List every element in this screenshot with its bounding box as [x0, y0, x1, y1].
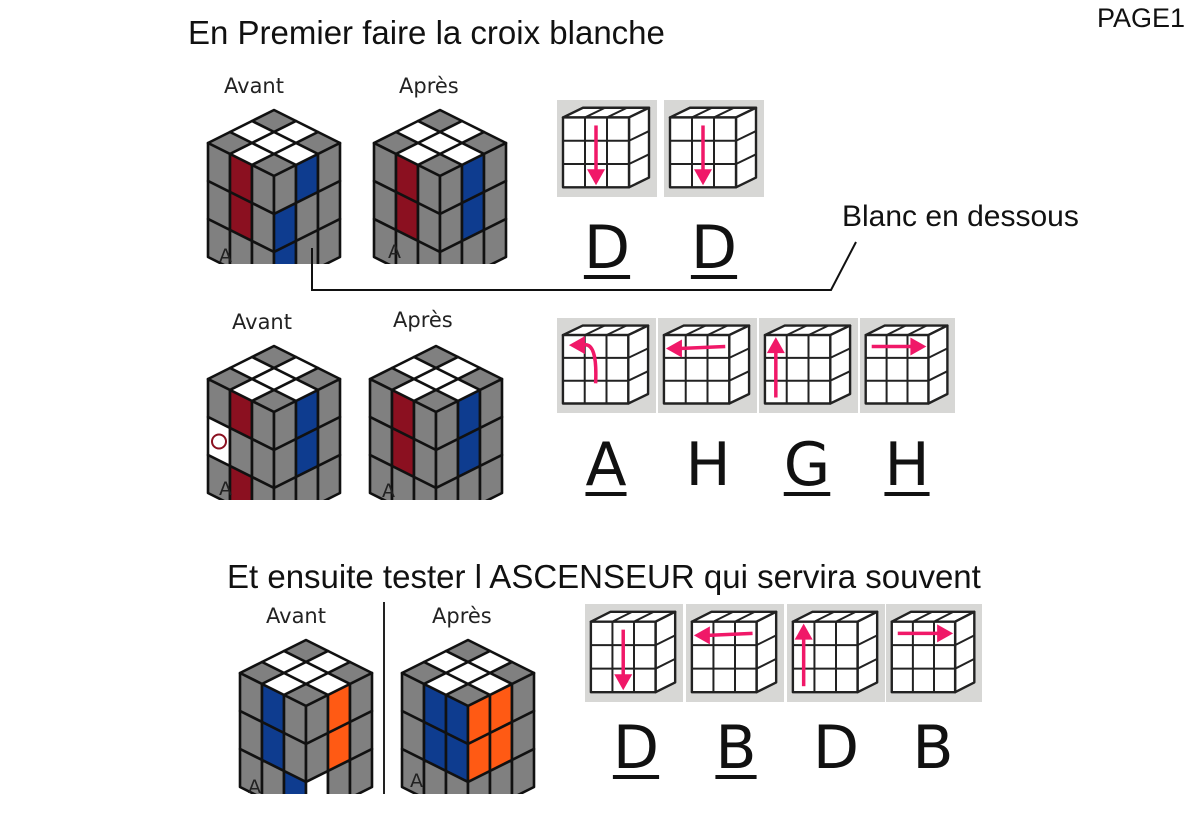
move-thumb-down — [557, 100, 657, 197]
move-thumb-down — [664, 100, 764, 197]
white-below-note: Blanc en dessous — [842, 200, 1079, 233]
move-letter: A — [585, 430, 627, 500]
label-before: Avant — [266, 604, 326, 628]
face-label: A — [219, 478, 232, 500]
divider — [383, 602, 385, 794]
arrow-up-icon — [763, 324, 852, 405]
move-letter: D — [690, 213, 738, 283]
face-label: A — [410, 770, 423, 792]
title-elevator: Et ensuite tester l ASCENSEUR qui servir… — [227, 558, 981, 595]
cube-after-2 — [368, 344, 504, 500]
move-thumb-front — [557, 318, 656, 413]
move-thumb-right — [860, 318, 955, 413]
arrow-down-icon — [589, 610, 677, 694]
move-letter: B — [912, 713, 954, 783]
cube-after-3 — [400, 638, 536, 794]
face-label: A — [382, 480, 395, 502]
label-after: Après — [432, 604, 492, 628]
move-thumb-up — [759, 318, 858, 413]
move-letter: D — [583, 213, 631, 283]
move-thumb-up — [787, 604, 885, 702]
cube-before-3 — [238, 638, 374, 794]
move-letter: G — [783, 430, 831, 500]
face-label: A — [248, 776, 261, 798]
marker-circle — [211, 433, 227, 450]
cube-after-1 — [372, 108, 508, 264]
face-label: A — [388, 241, 401, 263]
move-letter: D — [612, 713, 660, 783]
move-thumb-down — [585, 604, 683, 702]
arrow-up-icon — [791, 610, 879, 694]
arrow-right-icon — [890, 610, 976, 694]
arrow-down-icon — [668, 106, 758, 189]
label-after: Après — [399, 74, 459, 98]
move-letter: D — [812, 713, 860, 783]
move-thumb-left — [658, 318, 757, 413]
arrow-down-icon — [561, 106, 651, 189]
move-letter: B — [715, 713, 757, 783]
title-cross: En Premier faire la croix blanche — [188, 14, 665, 51]
label-before: Avant — [224, 74, 284, 98]
arrow-left-icon — [662, 324, 751, 405]
face-label: A — [219, 245, 232, 267]
move-thumb-left — [686, 604, 784, 702]
arrow-right-icon — [864, 324, 949, 405]
arrow-left-icon — [690, 610, 778, 694]
cube-before-1 — [206, 108, 342, 264]
move-letter: H — [685, 430, 731, 500]
label-after: Après — [393, 308, 453, 332]
page-label: PAGE1 — [1097, 3, 1186, 33]
label-before: Avant — [232, 310, 292, 334]
cube-before-2 — [206, 344, 342, 500]
move-letter: H — [884, 430, 930, 500]
move-thumb-right — [886, 604, 982, 702]
arrow-curve-icon — [561, 324, 650, 405]
